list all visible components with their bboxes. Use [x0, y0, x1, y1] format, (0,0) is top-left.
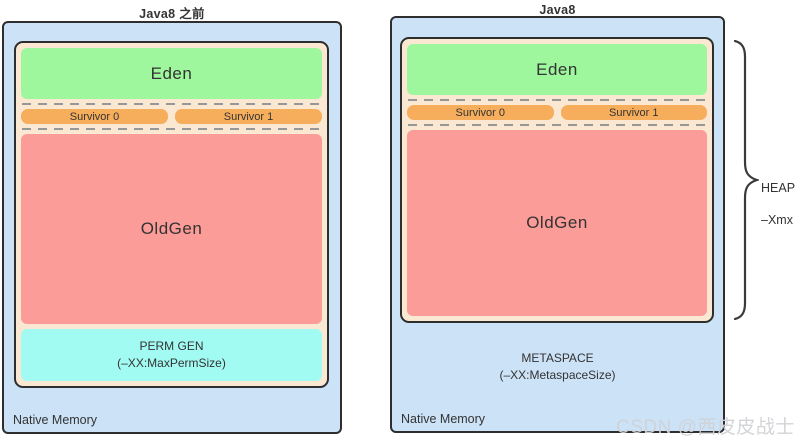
right-oldgen-block: OldGen — [407, 130, 707, 316]
right-native-memory-box: Eden Survivor 0 Survivor 1 OldGen METASP… — [390, 16, 725, 433]
metaspace-title: METASPACE — [521, 351, 594, 365]
heap-brace — [733, 40, 759, 320]
csdn-watermark: CSDN @西皮皮战士 — [616, 417, 795, 438]
metaspace-flag: (–XX:MetaspaceSize) — [499, 368, 616, 383]
permgen-flag: (–XX:MaxPermSize) — [117, 356, 226, 370]
right-eden-block: Eden — [407, 44, 707, 95]
left-native-memory-label: Native Memory — [13, 413, 98, 427]
dashed-separator — [408, 124, 706, 126]
heap-label-line1: HEAP — [761, 181, 796, 195]
left-survivor-row: Survivor 0 Survivor 1 — [21, 109, 322, 124]
right-native-memory-label: Native Memory — [401, 412, 486, 426]
left-survivor0-block: Survivor 0 — [21, 109, 168, 124]
left-native-memory-box: Eden Survivor 0 Survivor 1 OldGen PERM G… — [2, 21, 342, 434]
right-survivor0-block: Survivor 0 — [407, 105, 554, 120]
left-oldgen-block: OldGen — [21, 134, 322, 324]
dashed-separator — [22, 103, 321, 105]
left-survivor1-block: Survivor 1 — [175, 109, 322, 124]
left-heap-box: Eden Survivor 0 Survivor 1 OldGen PERM G… — [14, 41, 329, 388]
heap-label-line2: –Xmx — [761, 213, 793, 227]
dashed-separator — [408, 99, 706, 101]
left-permgen-block: PERM GEN (–XX:MaxPermSize) — [21, 329, 322, 381]
right-survivor1-block: Survivor 1 — [560, 105, 707, 120]
metaspace-area: METASPACE (–XX:MetaspaceSize) — [392, 350, 723, 385]
heap-xmx-label: HEAP –Xmx — [761, 164, 795, 244]
left-eden-block: Eden — [21, 48, 322, 99]
right-survivor-row: Survivor 0 Survivor 1 — [407, 105, 707, 120]
right-heap-box: Eden Survivor 0 Survivor 1 OldGen — [400, 37, 714, 323]
permgen-title: PERM GEN — [139, 338, 204, 353]
right-panel-title: Java8 — [539, 3, 576, 17]
dashed-separator — [22, 128, 321, 130]
left-panel-title: Java8 之前 — [139, 7, 205, 21]
